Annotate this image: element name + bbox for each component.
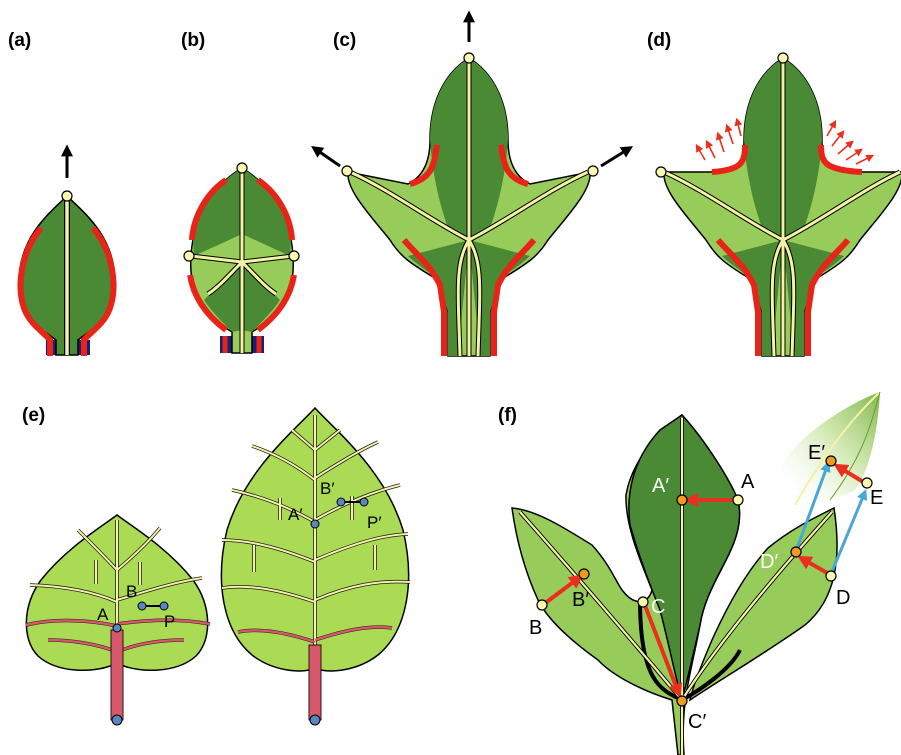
label-A: A	[97, 605, 109, 624]
label-f-D: D	[836, 587, 850, 609]
panel-f-lobed-leaf: A A′ B B′ C C′ D D′ E E′	[512, 392, 883, 755]
left-sinus-growth-arrows	[697, 120, 741, 160]
label-P-prime: P′	[367, 513, 382, 532]
label-f-A-prime: A′	[652, 475, 669, 497]
label-f-B: B	[529, 617, 542, 639]
label-f-E: E	[870, 487, 883, 509]
label-B: B	[126, 582, 137, 601]
panel-e-large-leaf: A′ B′ P′	[221, 408, 410, 725]
panel-label-b: (b)	[181, 30, 205, 51]
label-f-B-prime: B′	[572, 589, 589, 611]
label-P: P	[164, 612, 175, 631]
label-B-prime: B′	[320, 479, 335, 498]
label-f-D-prime: D′	[760, 551, 778, 573]
label-f-A: A	[741, 471, 755, 493]
label-A-prime: A′	[288, 505, 303, 524]
label-f-C-prime: C′	[688, 711, 706, 733]
panel-e-small-leaf: A B P	[26, 515, 210, 725]
panel-label-d: (d)	[647, 30, 671, 51]
panel-b-leaf-primordium	[184, 163, 299, 353]
panel-d-lobed-leaf	[656, 53, 901, 356]
tip-landmark	[62, 191, 72, 201]
label-f-E-prime: E′	[808, 442, 825, 464]
panel-label-f: (f)	[498, 405, 517, 426]
panel-label-e: (e)	[22, 405, 45, 426]
panel-label-a: (a)	[8, 30, 31, 51]
label-f-C: C	[651, 596, 665, 618]
panel-label-c: (c)	[333, 30, 356, 51]
panel-a-leaf-primordium	[19, 148, 115, 356]
right-sinus-growth-arrows	[827, 122, 872, 164]
panel-c-lobed-leaf	[314, 14, 630, 356]
